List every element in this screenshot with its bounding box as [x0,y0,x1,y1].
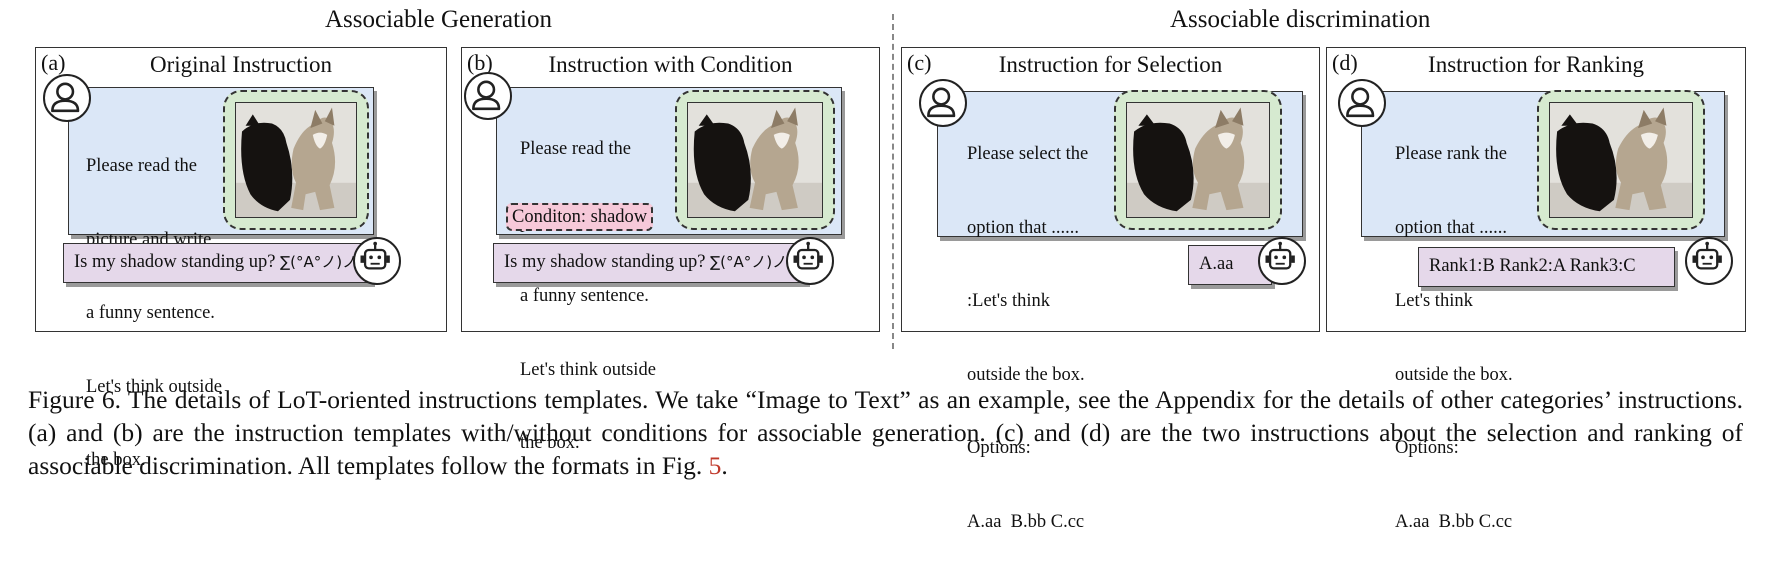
user-icon [919,79,967,127]
instruction-line: Please rank the [1395,144,1507,164]
robot-icon [353,237,401,285]
reply-box: Is my shadow standing up? ∑(°A°ノ)ノ [493,243,807,283]
instruction-line: the box. [520,433,580,453]
instruction-line: the box. [86,450,146,470]
instruction-line: outside the box. [1395,364,1513,385]
panel-title: Instruction for Ranking [1428,52,1644,77]
reply-text: Is my shadow standing up? [504,252,706,272]
section-title-discrimination: Associable discrimination [1170,6,1431,33]
reply-box: Is my shadow standing up? ∑(°A°ノ)ノ [63,243,372,283]
reply-text: Rank1:B Rank2:A Rank3:C [1429,256,1636,276]
user-icon [43,74,91,122]
panel-title: Instruction for Selection [998,52,1223,77]
reply-kaomoji: ∑(°A°ノ)ノ [280,253,358,271]
section-divider [892,14,894,349]
dog-photo [235,102,357,218]
panel-c: (c) Instruction for Selection Please sel… [901,47,1320,532]
reply-box: Rank1:B Rank2:A Rank3:C [1418,247,1675,287]
image-frame [1114,90,1282,230]
caption-end: . [721,451,728,480]
robot-icon [1258,237,1306,285]
instruction-line: a funny sentence. [86,303,215,323]
instruction-line: Please select the [967,144,1089,164]
image-frame [223,90,369,230]
dog-photo [1126,102,1270,218]
instruction-line: Let's think outside [520,359,656,380]
instruction-text: Please rank the option that ...... Let's… [1395,93,1513,583]
panel-label: (c) [907,50,932,75]
instruction-line: outside the box. [967,364,1085,385]
instruction-text: Please select the option that ...... :Le… [967,93,1088,583]
user-icon [1338,79,1386,127]
robot-icon [1685,237,1733,285]
instruction-line: option that ...... [967,217,1080,238]
image-frame [1537,90,1705,230]
panel-d: (d) Instruction for Ranking Please rank … [1326,47,1746,532]
instruction-line: Please read the [520,139,631,159]
panel-b: (b) Instruction with Condition Please re… [461,47,880,453]
instruction-line: A.aa B.bb C.cc [967,511,1085,532]
image-frame [675,90,835,230]
instruction-line: option that ...... [1395,217,1508,238]
panel-a: (a) Original Instruction Please read the… [35,47,447,470]
dog-photo [687,102,823,218]
dog-photo [1549,102,1693,218]
panel-title: Instruction with Condition [548,52,793,77]
instruction-line: A.aa B.bb C.cc [1395,511,1513,532]
figure-caption: Figure 6. The details of LoT-oriented in… [28,383,1743,482]
robot-icon [786,237,834,285]
instruction-line: Please read the [86,156,197,176]
condition-box: Conditon: shadow [506,203,654,231]
figure-reference-link[interactable]: 5 [708,451,722,480]
user-icon [464,72,512,120]
section-title-generation: Associable Generation [325,6,553,33]
reply-text: A.aa [1199,254,1234,274]
instruction-line: Let's think [1395,291,1473,311]
instruction-line: Let's think outside [86,376,222,397]
panel-title: Original Instruction [149,52,333,77]
instruction-line: a funny sentence. [520,286,649,306]
instruction-line: Options: [967,438,1031,458]
panel-label: (d) [1332,50,1358,75]
instruction-line: Options: [1395,438,1459,458]
caption-text: Figure 6. The details of LoT-oriented in… [28,385,1743,480]
reply-text: Is my shadow standing up? [74,252,276,272]
instruction-line: :Let's think [967,291,1050,311]
reply-kaomoji: ∑(°A°ノ)ノ [710,253,788,271]
panel-label: (b) [467,50,493,75]
panel-label: (a) [41,50,66,75]
